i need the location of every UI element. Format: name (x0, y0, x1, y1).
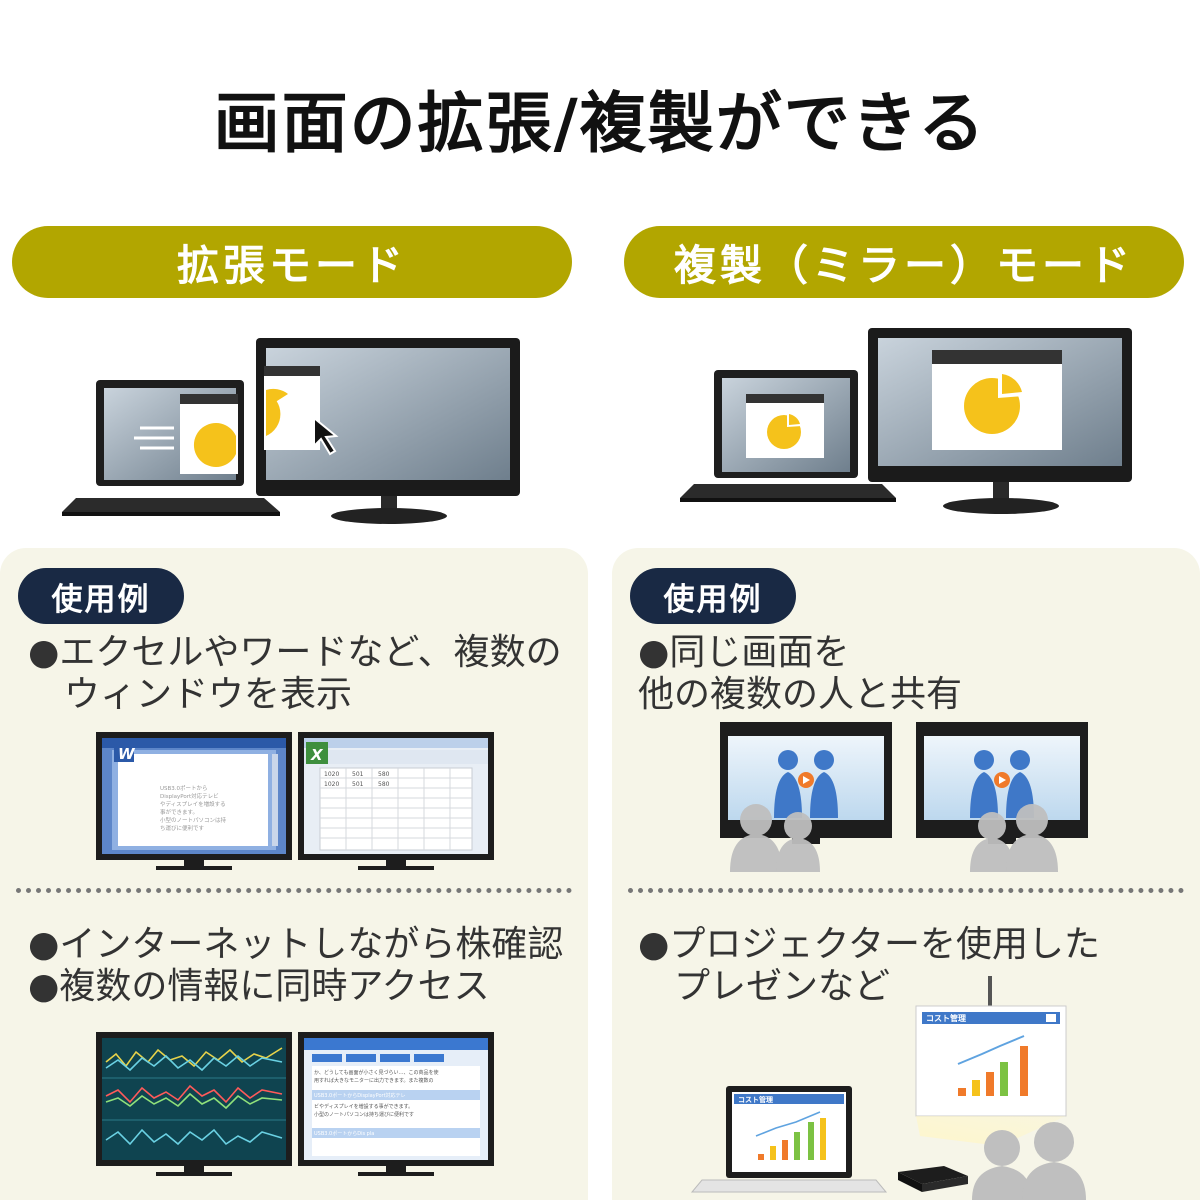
svg-text:USB3.0ポートからDis pla: USB3.0ポートからDis pla (314, 1130, 374, 1137)
excel-icon: X (310, 746, 324, 764)
extend-usage-panel: 使用例 ●エクセルやワードなど、複数の ウィンドウを表示 W USB3.0ポート… (0, 548, 588, 1200)
mirror-usage-panel: 使用例 ●同じ画面を他の複数の人と共有 (612, 548, 1200, 1200)
word-document-text: USB3.0ポートから DisplayPort対応テレビ やディスプレイを増設す… (160, 785, 227, 832)
usage-item-projector: ●プロジェクターを使用した プレゼンなど (638, 924, 1100, 1007)
svg-text:501: 501 (352, 771, 364, 778)
office-monitors-illustration: W USB3.0ポートから DisplayPort対応テレビ やディスプレイを増… (96, 732, 494, 870)
usage-item-stocks: ●インターネットしながら株確認●複数の情報に同時アクセス (28, 924, 564, 1007)
bar-chart-icon (957, 1035, 1028, 1096)
svg-text:ち運びに便利です: ち運びに便利です (160, 824, 205, 832)
extend-mode-illustration (62, 338, 520, 524)
extend-mode-label: 拡張モード (12, 226, 572, 298)
svg-text:小型のノートパソコンは持ち運びに便利です: 小型のノートパソコンは持ち運びに便利です (314, 1111, 414, 1118)
mirror-mode-label: 複製（ミラー）モード (624, 226, 1184, 298)
divider (16, 888, 572, 893)
divider (628, 888, 1184, 893)
svg-text:用すれば大きなモニターに出力できます。また複数の: 用すれば大きなモニターに出力できます。また複数の (314, 1077, 434, 1084)
usage-badge: 使用例 (18, 568, 184, 624)
svg-text:1020: 1020 (324, 771, 339, 778)
cursor-arrow-icon (313, 415, 339, 456)
svg-text:580: 580 (378, 781, 390, 788)
word-icon: W (118, 745, 136, 763)
page-title: 画面の拡張/複製ができる (213, 85, 987, 162)
svg-text:やディスプレイを増設する: やディスプレイを増設する (160, 800, 226, 808)
pie-chart-icon (193, 423, 236, 467)
shared-screen-illustration (720, 722, 1088, 872)
stock-browser-monitors-illustration: か、どうしても画面が小さく見づらい…、この商品を使 用すれば大きなモニターに出力… (96, 1032, 494, 1176)
svg-text:501: 501 (352, 781, 364, 788)
usage-badge: 使用例 (630, 568, 796, 624)
excel-cells: 1020 501 580 1020 501 580 (324, 771, 390, 788)
svg-text:ビやディスプレイを増設する事ができます。: ビやディスプレイを増設する事ができます。 (314, 1103, 413, 1110)
chart-label: コスト管理 (926, 1013, 966, 1023)
usage-item-multi-window: ●エクセルやワードなど、複数の ウィンドウを表示 (28, 632, 562, 715)
svg-text:小型のノートパソコンは持: 小型のノートパソコンは持 (160, 816, 227, 824)
usage-item-share-screen: ●同じ画面を他の複数の人と共有 (638, 632, 963, 715)
svg-text:USB3.0ポートからDisplayPort対応テレ: USB3.0ポートからDisplayPort対応テレ (314, 1092, 406, 1099)
mirror-mode-illustration (680, 328, 1132, 514)
svg-text:か、どうしても画面が小さく見づらい…、この商品を使: か、どうしても画面が小さく見づらい…、この商品を使 (314, 1069, 439, 1076)
projector-presentation-illustration: コスト管理 コスト管理 (690, 976, 1086, 1200)
svg-text:事ができます。: 事ができます。 (160, 808, 198, 816)
svg-text:580: 580 (378, 771, 390, 778)
svg-text:1020: 1020 (324, 781, 339, 788)
svg-text:DisplayPort対応テレビ: DisplayPort対応テレビ (160, 792, 219, 800)
browser-text: か、どうしても画面が小さく見づらい…、この商品を使 用すれば大きなモニターに出力… (314, 1069, 439, 1137)
svg-text:USB3.0ポートから: USB3.0ポートから (160, 785, 208, 792)
svg-text:コスト管理: コスト管理 (738, 1095, 773, 1104)
